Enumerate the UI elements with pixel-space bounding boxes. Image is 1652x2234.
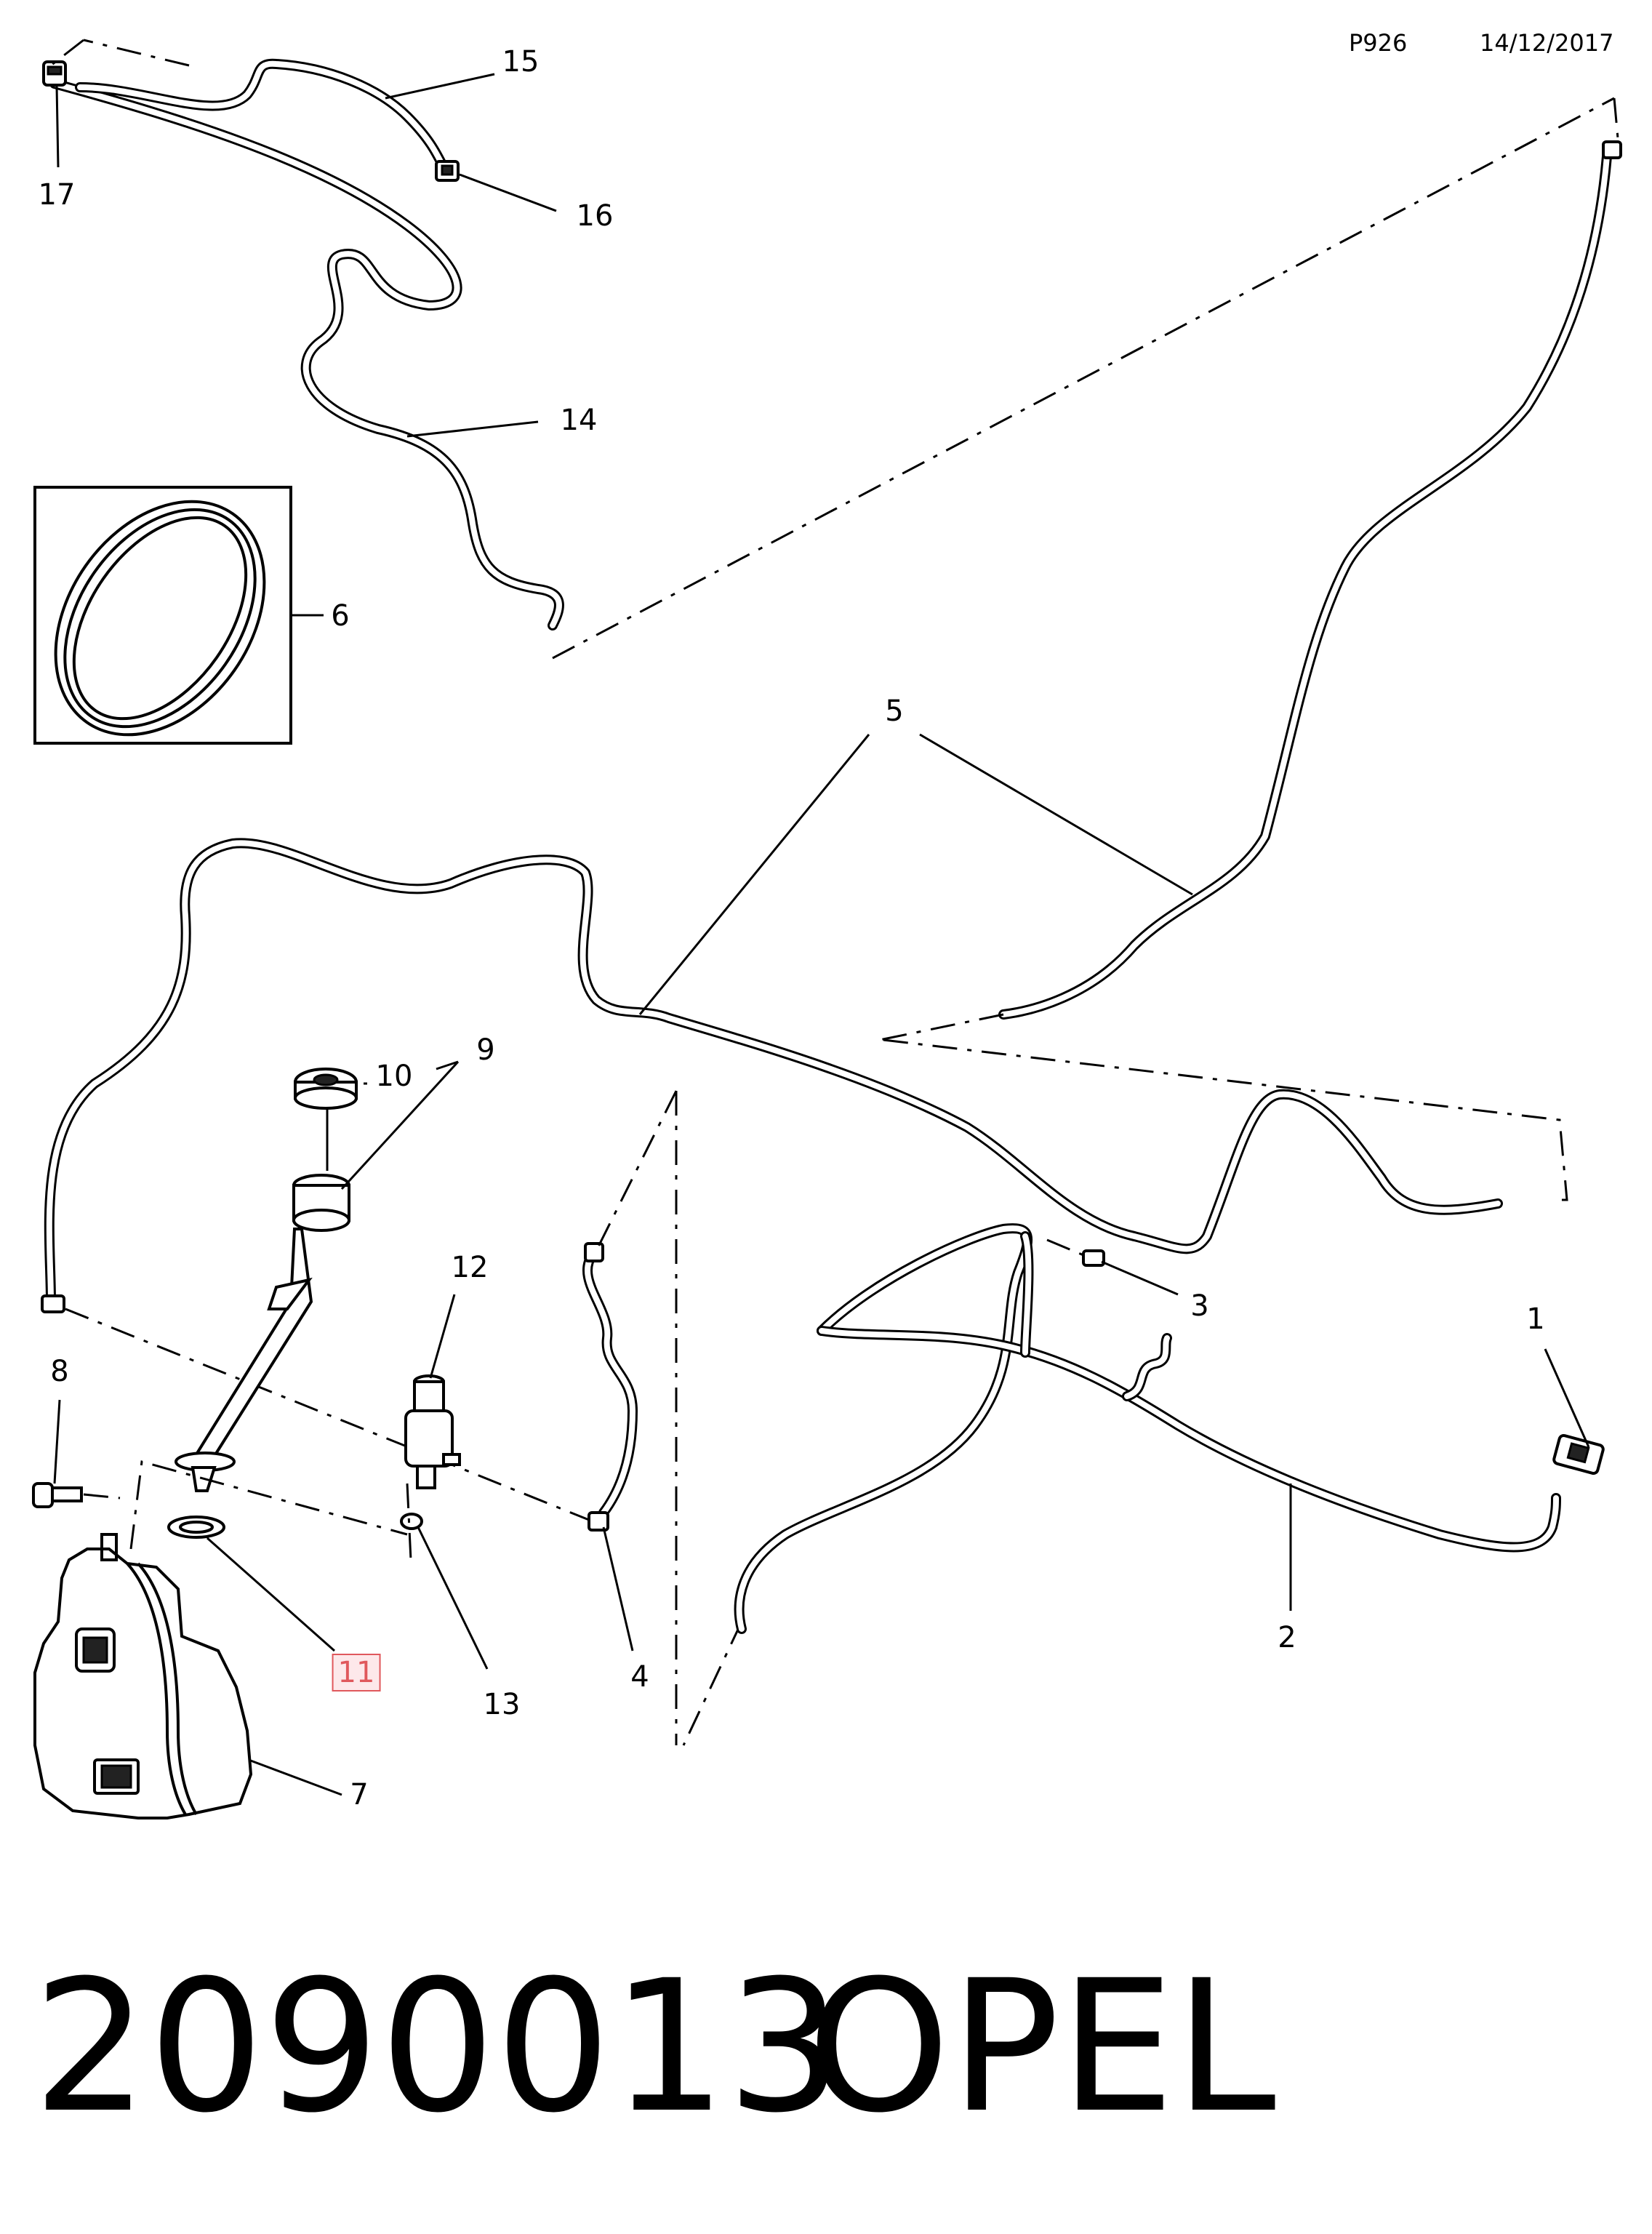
dash-4-top xyxy=(595,1090,678,1252)
leader-16 xyxy=(459,173,557,212)
diagram-code: P926 xyxy=(1349,29,1408,57)
leader-15 xyxy=(385,73,495,100)
clip-16 xyxy=(435,160,460,182)
leader-3 xyxy=(1101,1260,1179,1296)
dash-hose5-to-4 xyxy=(65,1308,590,1521)
washer-reservoir-7 xyxy=(33,1533,342,1819)
callout-6[interactable]: 6 xyxy=(331,599,350,633)
callout-12[interactable]: 12 xyxy=(451,1251,489,1284)
callout-5[interactable]: 5 xyxy=(885,694,904,728)
part-number: 2090013 xyxy=(33,1941,843,2153)
hose-4 xyxy=(582,1242,638,1532)
callout-17[interactable]: 17 xyxy=(38,178,76,212)
callout-2[interactable]: 2 xyxy=(1278,1621,1296,1654)
brand-name: OPEL xyxy=(807,1941,1276,2153)
leader-17 xyxy=(55,85,60,168)
callout-9[interactable]: 9 xyxy=(476,1033,495,1067)
leader-9 xyxy=(340,1060,460,1190)
hose-2 xyxy=(734,1223,1561,1634)
callout-15[interactable]: 15 xyxy=(502,45,540,79)
hose-5 xyxy=(41,140,1622,1313)
leader-5b xyxy=(919,733,1193,896)
callout-11[interactable]: 11 xyxy=(332,1654,381,1691)
callout-3[interactable]: 3 xyxy=(1190,1289,1209,1323)
dash-4-bottom xyxy=(682,1621,743,1746)
callout-1[interactable]: 1 xyxy=(1526,1302,1545,1336)
leader-4 xyxy=(602,1526,634,1652)
grommet-13 xyxy=(400,1513,489,1670)
leader-5a xyxy=(638,734,870,1015)
screw-8 xyxy=(32,1399,83,1508)
diagram-date: 14/12/2017 xyxy=(1480,29,1614,57)
dash-5-mid xyxy=(879,1013,1004,1041)
hose-15 xyxy=(75,58,449,172)
callout-8[interactable]: 8 xyxy=(50,1355,69,1388)
cap-10 xyxy=(294,1068,358,1110)
hose-coil-6 xyxy=(33,486,324,745)
callout-14[interactable]: 14 xyxy=(560,404,598,437)
callout-7[interactable]: 7 xyxy=(350,1778,369,1811)
filler-neck-9 xyxy=(175,1174,350,1492)
pump-12 xyxy=(404,1294,461,1489)
seal-11 xyxy=(167,1516,335,1652)
nozzle-1 xyxy=(1544,1348,1605,1475)
dash-5-top xyxy=(1613,97,1619,139)
dash-17-15 xyxy=(50,39,84,67)
callout-4[interactable]: 4 xyxy=(630,1660,649,1694)
dash-8 xyxy=(83,1493,121,1500)
callout-16[interactable]: 16 xyxy=(576,199,614,233)
callout-10[interactable]: 10 xyxy=(375,1060,413,1093)
leader-14 xyxy=(406,420,539,438)
dash-7-to-pump xyxy=(129,1460,408,1550)
callout-13[interactable]: 13 xyxy=(483,1688,521,1721)
dash-15-top xyxy=(83,39,190,67)
nozzle-17 xyxy=(42,60,67,87)
leader-9-top xyxy=(436,1060,459,1070)
dash-3 xyxy=(1046,1238,1088,1258)
hose-14 xyxy=(49,79,564,630)
dash-14-to-5 xyxy=(552,97,1615,660)
